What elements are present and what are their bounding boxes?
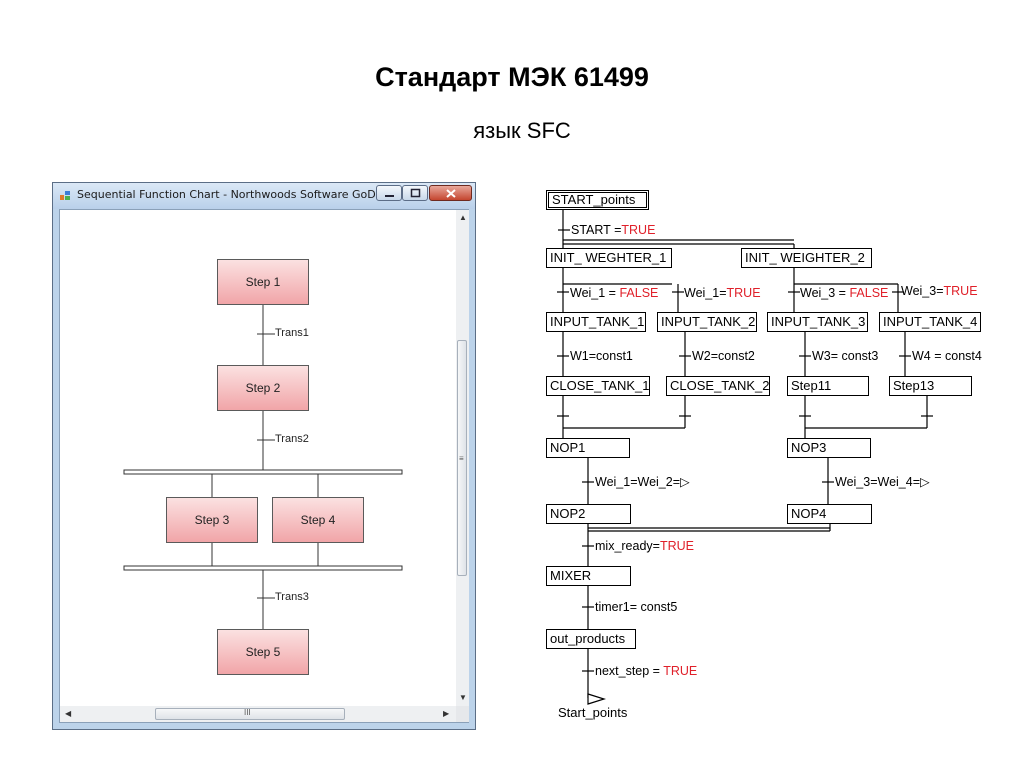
- step-3[interactable]: Step 3: [166, 497, 258, 543]
- sfc-transition-wei34: Wei_3=Wei_4=▷: [835, 475, 930, 489]
- horizontal-scroll-thumb[interactable]: III: [155, 708, 345, 720]
- sfc-transition-wei3-false: Wei_3 = FALSE: [800, 286, 889, 300]
- sfc-step-init-weighter-1[interactable]: INIT_ WEGHTER_1: [546, 248, 672, 268]
- sfc-step-nop1[interactable]: NOP1: [546, 438, 630, 458]
- scroll-down-icon[interactable]: ▼: [459, 693, 467, 702]
- diagram-canvas[interactable]: Step 1 Step 2 Step 3 Step 4 Step 5 Trans…: [59, 209, 469, 723]
- sfc-jump-target: Start_points: [558, 705, 628, 720]
- minimize-icon: [385, 195, 394, 197]
- vertical-scrollbar[interactable]: ▲ ≡ ▼: [456, 210, 469, 706]
- scroll-left-icon[interactable]: ◀: [65, 709, 72, 718]
- grip-icon: ≡: [459, 454, 464, 463]
- sfc-step-init-weighter-2[interactable]: INIT_ WEIGHTER_2: [741, 248, 872, 268]
- maximize-icon: [410, 188, 421, 198]
- scrollbar-corner: [456, 706, 469, 722]
- app-icon: [60, 191, 70, 200]
- transition-label: Trans3: [275, 591, 309, 603]
- step-2[interactable]: Step 2: [217, 365, 309, 411]
- maximize-button[interactable]: [402, 185, 428, 201]
- minimize-button[interactable]: [376, 185, 402, 201]
- transition-label: Trans1: [275, 327, 309, 339]
- sfc-transition-wei1-true: Wei_1=TRUE: [684, 286, 761, 300]
- sfc-transition-w2: W2=const2: [692, 349, 755, 363]
- sfc-transition-w3: W3= const3: [812, 349, 879, 363]
- slide-title: Стандарт МЭК 61499: [375, 62, 649, 92]
- sfc-step-out-products[interactable]: out_products: [546, 629, 636, 649]
- scroll-right-icon[interactable]: ▶: [443, 709, 450, 718]
- vertical-scroll-thumb[interactable]: [457, 340, 467, 576]
- sfc-transition-wei1-false: Wei_1 = FALSE: [570, 286, 659, 300]
- sfc-step-input-tank-2[interactable]: INPUT_TANK_2: [657, 312, 757, 332]
- sfc-step-nop3[interactable]: NOP3: [787, 438, 871, 458]
- sfc-transition-mix-ready: mix_ready=TRUE: [595, 539, 694, 553]
- sfc-step-step11[interactable]: Step11: [787, 376, 869, 396]
- sfc-step-nop4[interactable]: NOP4: [787, 504, 872, 524]
- diagram-connectors: [123, 305, 403, 629]
- transition-label: Trans2: [275, 433, 309, 445]
- grip-icon: III: [244, 708, 251, 717]
- sfc-step-mixer[interactable]: MIXER: [546, 566, 631, 586]
- sfc-step-start-points[interactable]: START_points: [546, 190, 649, 210]
- close-button[interactable]: [429, 185, 472, 201]
- sfc-step-input-tank-1[interactable]: INPUT_TANK_1: [546, 312, 646, 332]
- sfc-transition-start: START =TRUE: [571, 223, 656, 237]
- scroll-up-icon[interactable]: ▲: [459, 213, 467, 222]
- window-title: Sequential Function Chart - Northwoods S…: [77, 188, 407, 201]
- sfc-step-close-tank-2[interactable]: CLOSE_TANK_2: [666, 376, 770, 396]
- sfc-step-input-tank-4[interactable]: INPUT_TANK_4: [879, 312, 981, 332]
- sfc-step-nop2[interactable]: NOP2: [546, 504, 631, 524]
- window-titlebar[interactable]: Sequential Function Chart - Northwoods S…: [53, 183, 475, 209]
- sfc-transition-wei3-true: Wei_3=TRUE: [901, 284, 978, 298]
- godiagram-window: Sequential Function Chart - Northwoods S…: [52, 182, 476, 730]
- sfc-transition-w1: W1=const1: [570, 349, 633, 363]
- sfc-step-input-tank-3[interactable]: INPUT_TANK_3: [767, 312, 868, 332]
- sfc-transition-next-step: next_step = TRUE: [595, 664, 698, 678]
- sfc-transition-timer1: timer1= const5: [595, 600, 678, 614]
- step-1[interactable]: Step 1: [217, 259, 309, 305]
- sfc-transition-wei12: Wei_1=Wei_2=▷: [595, 475, 690, 489]
- step-5[interactable]: Step 5: [217, 629, 309, 675]
- slide-subtitle: язык SFC: [473, 118, 571, 143]
- step-4[interactable]: Step 4: [272, 497, 364, 543]
- sfc-step-step13[interactable]: Step13: [889, 376, 972, 396]
- close-icon: [446, 189, 456, 198]
- sfc-transition-w4: W4 = const4: [912, 349, 982, 363]
- horizontal-scrollbar[interactable]: ◀ III ▶: [60, 706, 456, 722]
- sfc-step-close-tank-1[interactable]: CLOSE_TANK_1: [546, 376, 650, 396]
